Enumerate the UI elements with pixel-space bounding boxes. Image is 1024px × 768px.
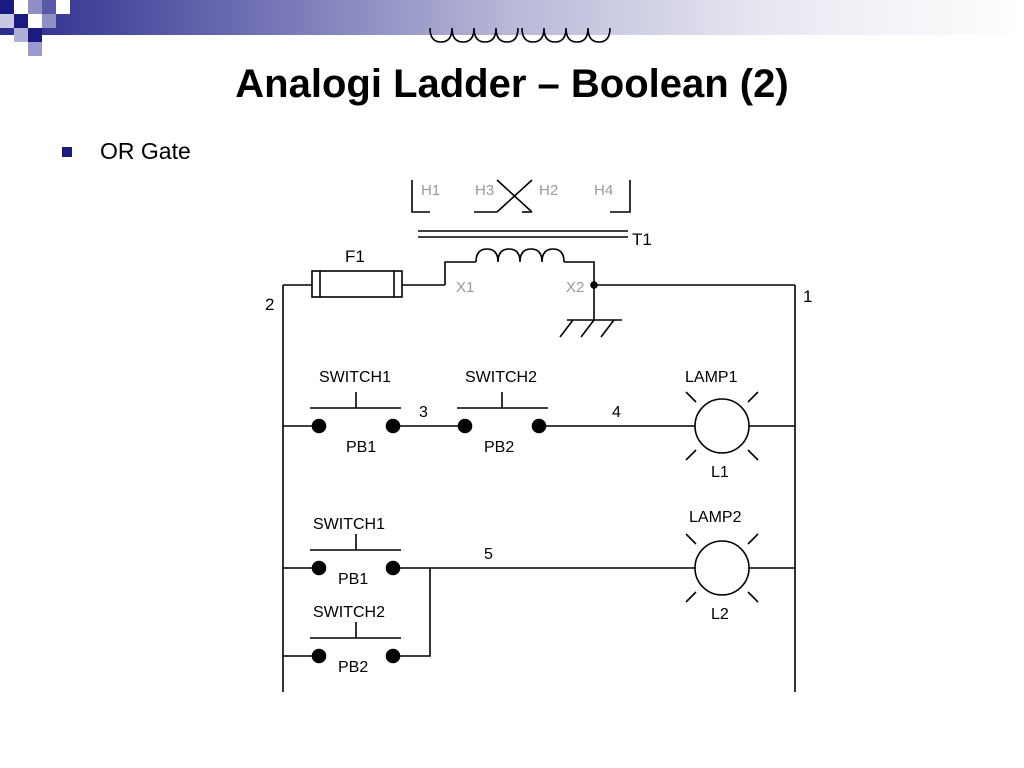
label-node-4: 4	[612, 404, 621, 421]
label-rung1-pb1: PB1	[346, 439, 376, 456]
label-lamp2: LAMP2	[689, 509, 742, 526]
label-l2: L2	[711, 606, 729, 623]
label-h4: H4	[594, 182, 613, 199]
label-lamp1: LAMP1	[685, 369, 738, 386]
fuse-f1	[311, 270, 403, 298]
label-node-5: 5	[484, 546, 493, 563]
label-t1: T1	[632, 230, 652, 249]
transformer-primary	[411, 27, 631, 213]
label-f1: F1	[345, 247, 365, 266]
label-h3: H3	[475, 182, 494, 199]
transformer-core	[418, 230, 628, 238]
header-squares-decoration	[0, 0, 70, 56]
label-rung2-switch2: SWITCH2	[313, 604, 385, 621]
rung-1	[283, 391, 795, 461]
bullet-text: OR Gate	[100, 138, 191, 164]
bullet-square-icon	[62, 146, 72, 157]
label-node-1: 1	[803, 287, 812, 306]
label-rung1-pb2: PB2	[484, 439, 514, 456]
label-rung1-switch2: SWITCH2	[465, 369, 537, 386]
label-l1: L1	[711, 464, 729, 481]
label-rung2-pb1: PB1	[338, 571, 368, 588]
label-h2: H2	[539, 182, 558, 199]
bullet-item: OR Gate	[62, 138, 191, 165]
label-x2: X2	[566, 279, 584, 296]
label-rung2-switch1: SWITCH1	[313, 516, 385, 533]
label-h1: H1	[421, 182, 440, 199]
slide-title: Analogi Ladder – Boolean (2)	[235, 62, 789, 106]
label-rung2-pb2: PB2	[338, 659, 368, 676]
label-node-3: 3	[419, 404, 428, 421]
label-node-2: 2	[265, 295, 274, 314]
label-x1: X1	[456, 279, 474, 296]
label-rung1-switch1: SWITCH1	[319, 369, 391, 386]
rung-2	[283, 533, 795, 664]
header-gradient-bar	[0, 0, 1024, 35]
transformer-secondary	[444, 248, 595, 285]
ground-symbol	[559, 285, 622, 338]
